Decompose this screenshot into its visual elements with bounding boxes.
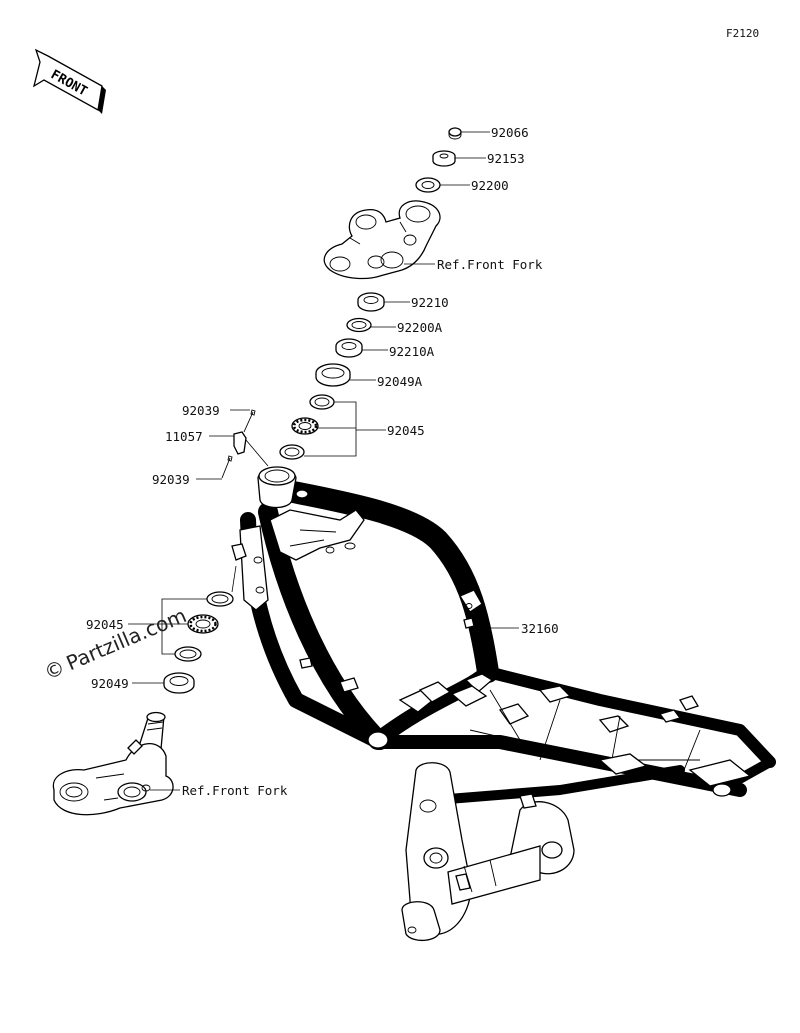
label-11057: 11057 — [165, 429, 203, 444]
diagram-code: F2120 — [726, 27, 759, 40]
nut-92210 — [357, 292, 385, 312]
upper-bearing-race-92045 — [309, 394, 335, 410]
bracket-11057 — [233, 431, 247, 455]
label-92210a: 92210A — [389, 344, 435, 359]
washer-92200 — [415, 177, 441, 193]
nut-92210a — [335, 338, 363, 358]
bolt-92039-top — [243, 409, 256, 433]
washer-92200a — [346, 317, 372, 333]
front-direction-arrow-icon: FRONT — [32, 48, 106, 114]
nut-92066 — [448, 127, 462, 140]
label-92049a: 92049A — [377, 374, 423, 389]
seal-92049 — [163, 672, 195, 694]
label-32160: 32160 — [521, 621, 559, 636]
bolt-92039-bottom — [221, 455, 233, 479]
label-92200a: 92200A — [397, 320, 443, 335]
label-92153: 92153 — [487, 151, 525, 166]
upper-bearing-92045 — [291, 417, 319, 435]
upper-triple-clamp — [323, 200, 441, 280]
lower-triple-clamp-steering-stem — [52, 711, 174, 816]
nut-92153 — [432, 150, 456, 167]
label-92049: 92049 — [91, 676, 129, 691]
partzilla-watermark: © Partzilla.com — [41, 603, 190, 684]
label-92200: 92200 — [471, 178, 509, 193]
label-92045-upper: 92045 — [387, 423, 425, 438]
lower-bearing-race-92045 — [174, 646, 202, 662]
leader-lines — [128, 131, 519, 791]
lower-bearing-cup-92045 — [206, 591, 234, 607]
watermark-text: Partzilla.com — [63, 603, 190, 675]
seal-92049a — [315, 363, 351, 387]
label-92066: 92066 — [491, 125, 529, 140]
label-92039-bottom: 92039 — [152, 472, 190, 487]
label-92210: 92210 — [411, 295, 449, 310]
label-92039-top: 92039 — [182, 403, 220, 418]
lower-bearing-92045 — [187, 614, 219, 634]
main-frame-32160 — [231, 466, 776, 941]
label-ref-front-fork-upper: Ref.Front Fork — [437, 257, 543, 272]
label-ref-front-fork-lower: Ref.Front Fork — [182, 783, 288, 798]
label-92045-lower: 92045 — [86, 617, 124, 632]
upper-bearing-cup-92045 — [279, 444, 305, 460]
